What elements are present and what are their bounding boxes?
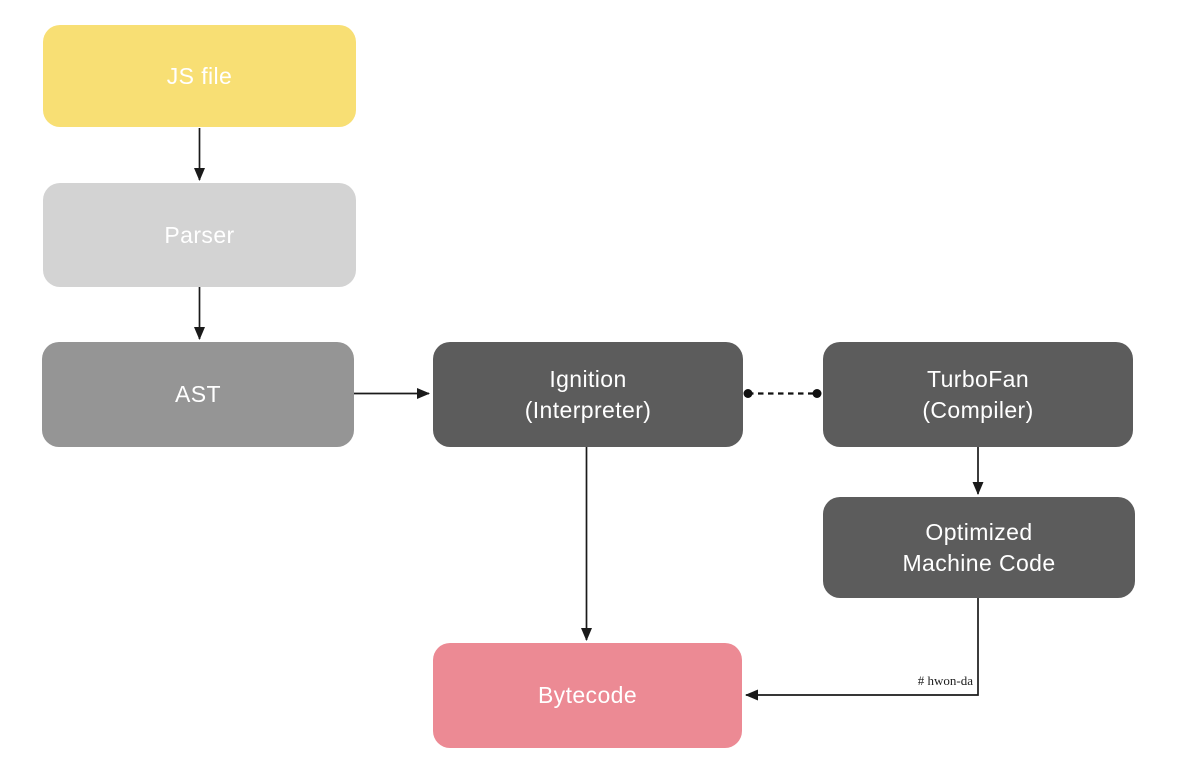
node-turbofan-label-line2: (Compiler): [922, 396, 1034, 423]
node-ast: AST: [42, 342, 354, 447]
edge-ignition-turbofan-dashed: [743, 389, 822, 398]
node-ignition: Ignition (Interpreter): [433, 342, 743, 447]
node-js-file: JS file: [43, 25, 356, 127]
dashed-endpoint-dot-left: [743, 389, 753, 398]
node-parser: Parser: [43, 183, 356, 287]
node-ast-label: AST: [175, 381, 221, 408]
node-turbofan: TurboFan (Compiler): [823, 342, 1133, 447]
node-turbofan-label-line1: TurboFan: [926, 366, 1030, 393]
node-optimized-label-line2: Machine Code: [902, 549, 1056, 576]
node-ignition-label-line1: Ignition: [549, 366, 627, 393]
node-js-file-label: JS file: [166, 62, 233, 89]
annotation-hwon-da: # hwon-da: [917, 673, 973, 688]
node-parser-label: Parser: [164, 221, 235, 248]
node-bytecode-label: Bytecode: [537, 682, 638, 709]
node-optimized-label-line1: Optimized: [925, 519, 1033, 546]
node-optimized-machine-code: Optimized Machine Code: [823, 497, 1135, 598]
node-ignition-label-line2: (Interpreter): [524, 396, 652, 423]
node-bytecode: Bytecode: [433, 643, 742, 748]
dashed-endpoint-dot-right: [812, 389, 822, 398]
